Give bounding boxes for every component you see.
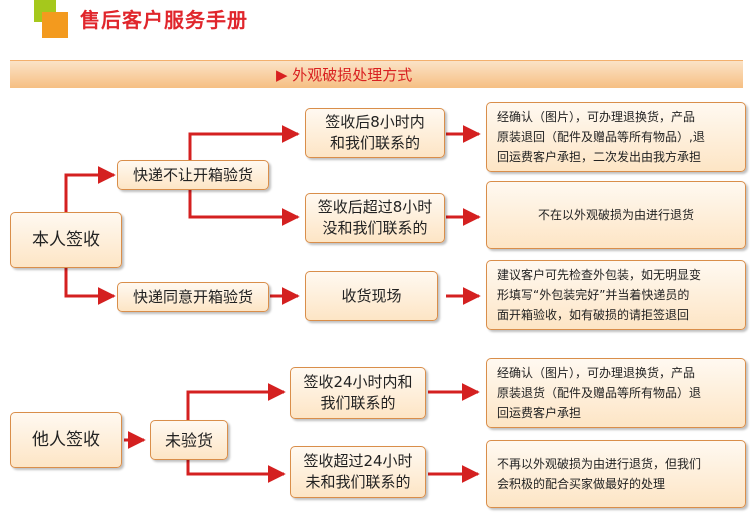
node-within-24h: 签收24小时内和 我们联系的: [290, 367, 426, 419]
logo-square-orange: [42, 12, 68, 38]
result-within-24h: 经确认（图片），可办理退换货，产品 原装退货（配件及赠品等所有物品）退 回运费客…: [486, 358, 746, 428]
node-over-8h: 签收后超过8小时 没和我们联系的: [305, 193, 445, 243]
node-not-inspected: 未验货: [150, 420, 228, 460]
node-other-signed: 他人签收: [10, 412, 122, 468]
result-on-site: 建议客户可先检查外包装，如无明显变 形填写“外包装完好”并当着快递员的 面开箱验…: [486, 260, 746, 330]
result-over-8h: 不在以外观破损为由进行退货: [486, 181, 746, 249]
node-on-site: 收货现场: [305, 271, 438, 321]
connector-root1-to-branch-b: [64, 268, 116, 305]
node-inspection-allowed: 快递同意开箱验货: [117, 282, 269, 312]
result-over-24h: 不再以外观破损为由进行退货，但我们 会积极的配合买家做最好的处理: [486, 440, 746, 508]
connector-mid-to-c2: [186, 460, 286, 483]
section-title: ▶ 外观破损处理方式: [276, 66, 413, 84]
connector-root1-to-branch-a: [64, 166, 116, 212]
connector-mid-to-c1: [186, 383, 286, 420]
connector-branch-a-to-a1: [188, 125, 300, 160]
node-self-signed: 本人签收: [10, 212, 122, 268]
result-within-8h: 经确认（图片），可办理退换货，产品 原装退回（配件及赠品等所有物品）,退 回运费…: [486, 102, 746, 172]
node-no-inspection: 快递不让开箱验货: [117, 160, 269, 190]
section-header-bar: [10, 60, 743, 88]
page-title: 售后客户服务手册: [80, 8, 248, 32]
connector-branch-a-to-a2: [188, 190, 300, 226]
node-within-8h: 签收后8小时内 和我们联系的: [305, 108, 445, 158]
node-over-24h: 签收超过24小时 未和我们联系的: [290, 446, 426, 498]
